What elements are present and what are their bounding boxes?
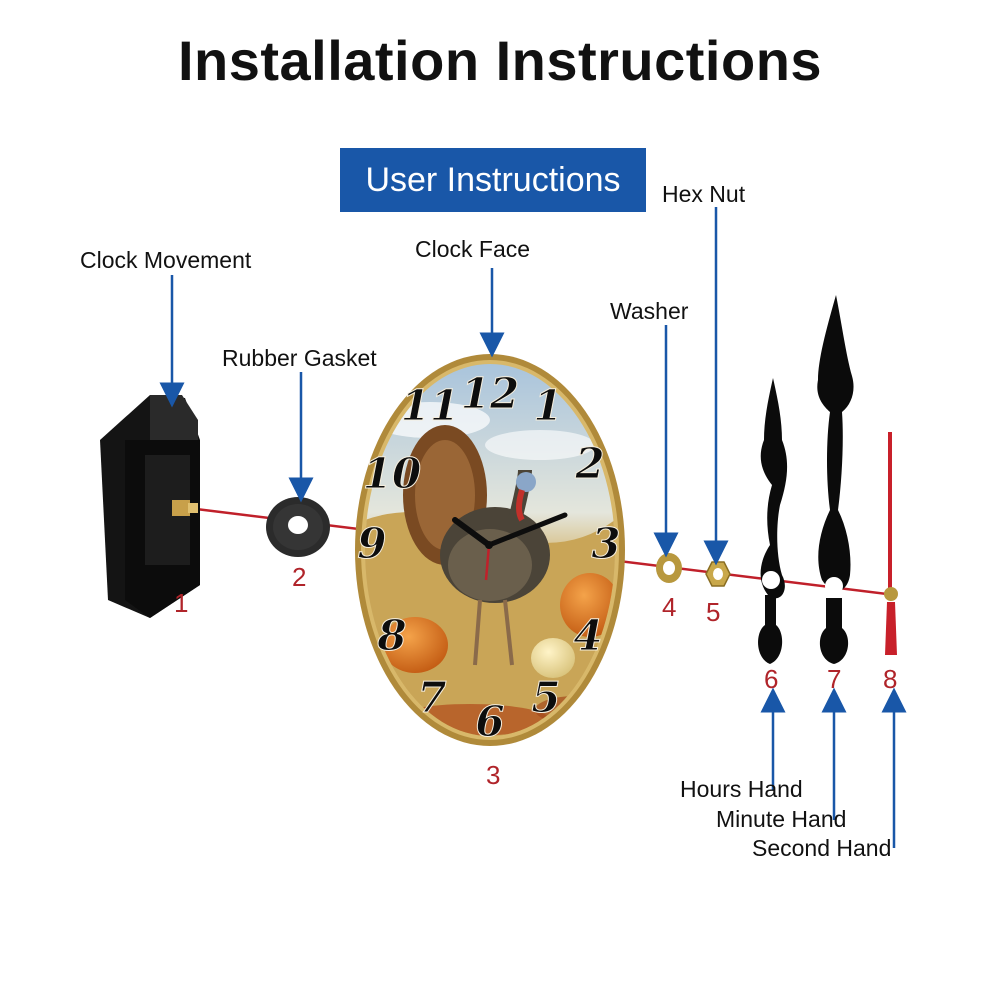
dial-numeral: 9 bbox=[357, 519, 386, 568]
dial-numeral: 5 bbox=[531, 673, 560, 722]
number-rubber-gasket: 2 bbox=[292, 562, 307, 592]
number-second-hand: 8 bbox=[883, 664, 898, 694]
number-washer: 4 bbox=[662, 592, 677, 622]
number-clock-face: 3 bbox=[486, 760, 501, 790]
user-instructions-badge: User Instructions bbox=[340, 148, 646, 212]
number-clock-movement: 1 bbox=[174, 588, 189, 618]
rubber-gasket-part bbox=[266, 497, 330, 557]
label-second-hand: Second Hand bbox=[752, 835, 892, 861]
label-clock-movement: Clock Movement bbox=[80, 247, 252, 273]
clock-movement-part bbox=[100, 395, 200, 618]
number-hex-nut: 5 bbox=[706, 597, 721, 627]
dial-numeral: 7 bbox=[417, 673, 446, 722]
label-hex-nut: Hex Nut bbox=[662, 181, 746, 207]
washer-part bbox=[656, 553, 682, 583]
dial-numerals: 12 1 2 3 4 5 6 7 8 9 10 11 bbox=[357, 369, 621, 747]
second-hand-part bbox=[884, 432, 898, 655]
dial-numeral: 11 bbox=[401, 381, 459, 430]
hours-hand-part bbox=[758, 378, 788, 664]
label-washer: Washer bbox=[610, 298, 689, 324]
clock-face-part bbox=[355, 354, 625, 746]
label-rubber-gasket: Rubber Gasket bbox=[222, 345, 377, 371]
dial-numeral: 2 bbox=[574, 439, 604, 488]
label-hours-hand: Hours Hand bbox=[680, 776, 803, 802]
dial-numeral: 12 bbox=[461, 369, 519, 418]
number-hours-hand: 6 bbox=[764, 664, 779, 694]
number-minute-hand: 7 bbox=[827, 664, 842, 694]
hex-nut-part bbox=[705, 561, 731, 587]
dial-numeral: 8 bbox=[376, 611, 406, 660]
page-title: Installation Instructions bbox=[177, 29, 823, 92]
label-minute-hand: Minute Hand bbox=[716, 806, 847, 832]
callout-arrows bbox=[159, 207, 907, 848]
dial-numeral: 3 bbox=[591, 519, 620, 568]
label-clock-face: Clock Face bbox=[415, 236, 531, 262]
dial-numeral: 1 bbox=[533, 381, 562, 430]
dial-numeral: 4 bbox=[573, 611, 602, 660]
minute-hand-part bbox=[817, 295, 854, 664]
dial-numeral: 10 bbox=[363, 449, 421, 498]
dial-numeral: 6 bbox=[475, 697, 504, 746]
